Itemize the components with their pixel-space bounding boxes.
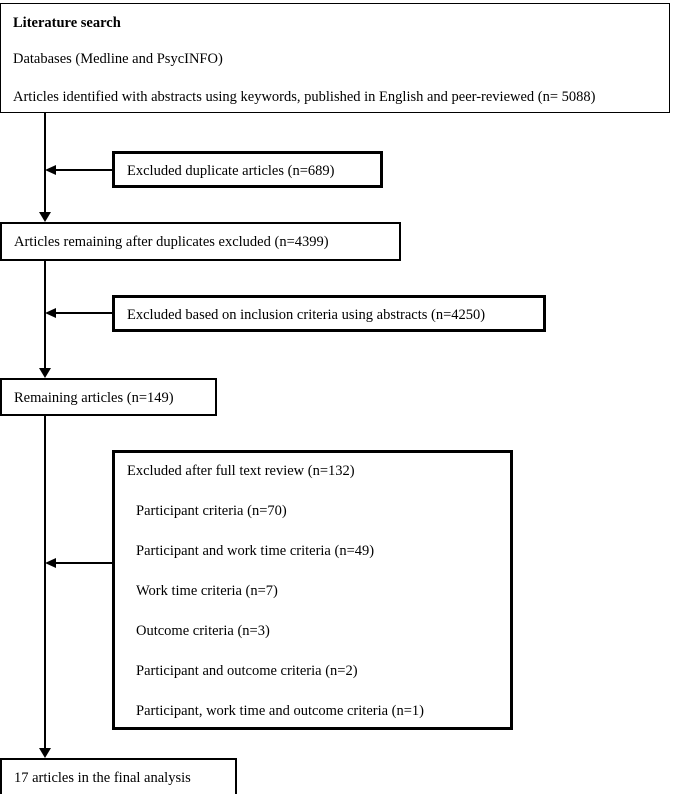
remaining-articles-label: Remaining articles (n=149) [14,390,174,406]
excluded-full-text-reason: Outcome criteria (n=3) [136,623,270,639]
box-literature-search: Literature search Databases (Medline and… [0,3,670,113]
excluded-full-text-reason: Work time criteria (n=7) [136,583,278,599]
box-excluded-inclusion-criteria: Excluded based on inclusion criteria usi… [112,295,546,332]
final-analysis-label: 17 articles in the final analysis [14,770,191,786]
connector-arrowhead-excluded-full-text [45,558,56,568]
connector-line-excluded-duplicates [55,169,112,171]
box-remaining-articles: Remaining articles (n=149) [0,378,217,416]
connector-arrowhead-excluded-duplicates [45,165,56,175]
excluded-full-text-reason: Participant and outcome criteria (n=2) [136,663,358,679]
box-remaining-after-duplicates: Articles remaining after duplicates excl… [0,222,401,261]
connector-arrowhead-2 [39,368,51,378]
excluded-full-text-reason: Participant criteria (n=70) [136,503,287,519]
excluded-full-text-reason: Participant, work time and outcome crite… [136,703,425,719]
box-excluded-duplicates: Excluded duplicate articles (n=689) [112,151,383,188]
connector-arrowhead-3 [39,748,51,758]
excluded-duplicates-label: Excluded duplicate articles (n=689) [127,163,335,179]
connector-line-excluded-full-text [55,562,112,564]
connector-line-1 [44,113,46,215]
box-final-analysis: 17 articles in the final analysis [0,758,237,794]
literature-search-identified: Articles identified with abstracts using… [13,89,596,105]
connector-arrowhead-excluded-inclusion [45,308,56,318]
remaining-after-duplicates-label: Articles remaining after duplicates excl… [14,234,329,250]
literature-search-heading: Literature search [13,15,121,31]
connector-arrowhead-1 [39,212,51,222]
connector-line-excluded-inclusion [55,312,112,314]
excluded-inclusion-criteria-label: Excluded based on inclusion criteria usi… [127,307,486,323]
excluded-full-text-heading: Excluded after full text review (n=132) [127,463,355,479]
box-excluded-full-text: Excluded after full text review (n=132) … [112,450,513,730]
connector-line-3 [44,416,46,751]
literature-search-databases: Databases (Medline and PsycINFO) [13,51,223,67]
excluded-full-text-reason: Participant and work time criteria (n=49… [136,543,375,559]
